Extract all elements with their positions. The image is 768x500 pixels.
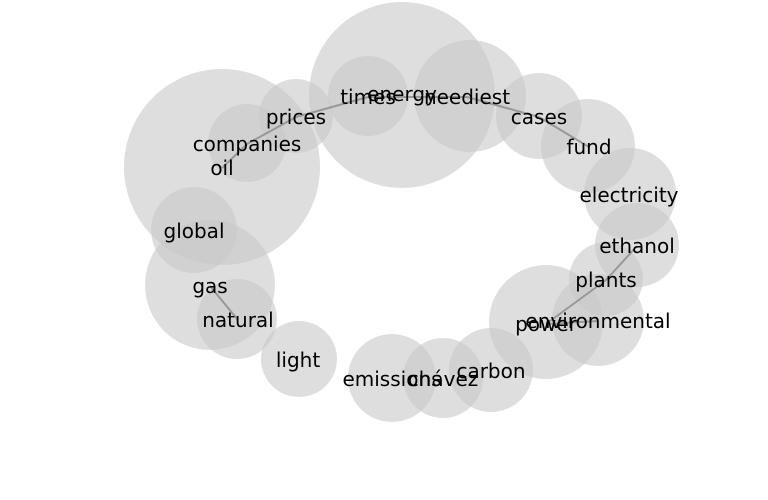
word-label-natural: natural (202, 308, 273, 332)
word-label-power: power (515, 312, 578, 336)
word-label-cases: cases (511, 105, 567, 129)
word-label-companies: companies (193, 132, 302, 156)
link-neediest-cases (466, 96, 540, 118)
word-label-fund: fund (566, 135, 611, 159)
word-label-chavez: chávez (408, 367, 479, 391)
word-label-oil: oil (210, 156, 233, 180)
link-times-prices (295, 96, 369, 118)
link-cases-fund (538, 116, 590, 148)
word-label-gas: gas (192, 274, 227, 298)
bubble-global (151, 187, 237, 273)
label-layer: energy oil neediest gas power cases fund electr… (164, 82, 679, 391)
word-label-emissions: emissions (342, 367, 441, 391)
word-label-energy: energy (367, 82, 437, 106)
bubble-light (261, 321, 337, 397)
link-companies-oil (221, 143, 248, 169)
word-label-plants: plants (575, 268, 636, 292)
word-label-light: light (276, 348, 320, 372)
link-layer (209, 96, 638, 325)
link-ethanol-plants (605, 245, 638, 281)
bubble-chavez (403, 338, 483, 418)
link-plants-power (545, 279, 607, 325)
link-power-environmental (545, 320, 599, 325)
word-label-prices: prices (266, 105, 326, 129)
word-label-ethanol: ethanol (599, 234, 675, 258)
word-label-neediest: neediest (424, 85, 510, 109)
word-label-carbon: carbon (456, 359, 525, 383)
word-label-global: global (164, 219, 225, 243)
word-label-electricity: electricity (579, 183, 678, 207)
word-label-times: times (340, 85, 396, 109)
link-prices-companies (246, 116, 297, 145)
link-gas-natural (209, 285, 239, 321)
word-label-environmental: environmental (525, 309, 670, 333)
bubble-layer (124, 2, 679, 422)
